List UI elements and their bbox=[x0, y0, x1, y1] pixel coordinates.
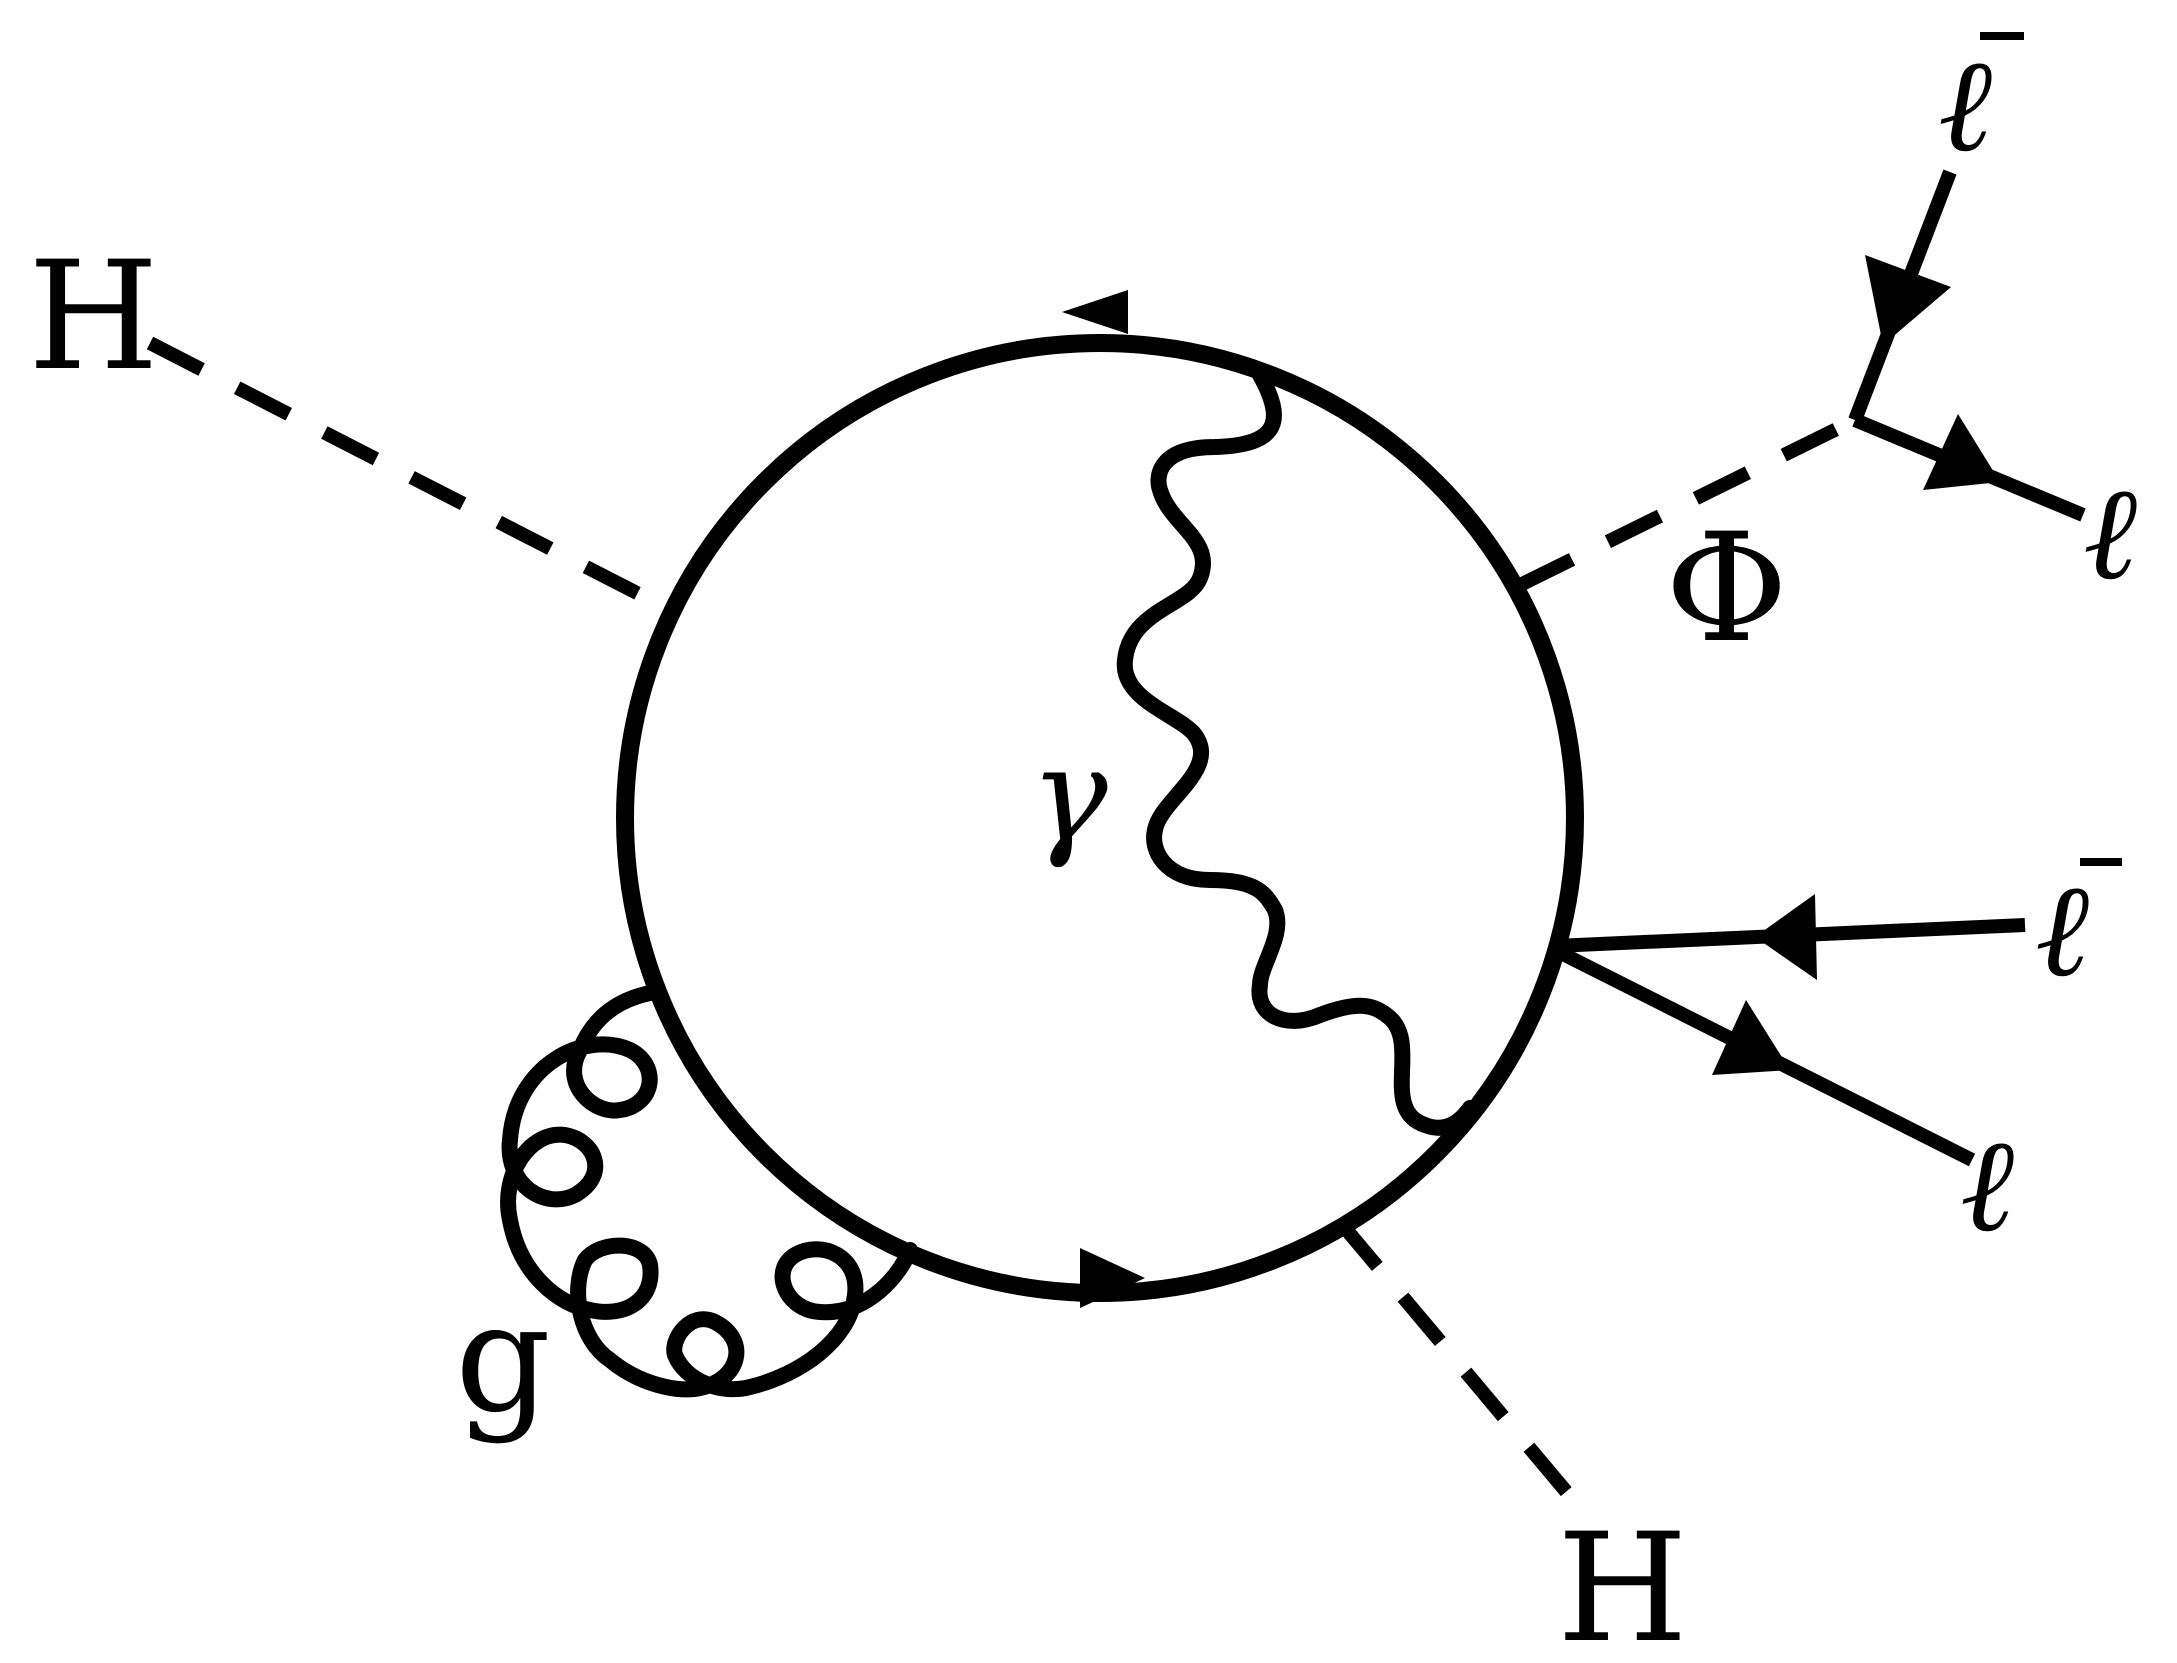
lepton-bar-right-arrow bbox=[1755, 894, 1817, 980]
phi-line bbox=[1516, 413, 1859, 592]
lepton-top-arrow bbox=[1923, 414, 2000, 490]
lepton-bar-right-text: ℓ bbox=[2035, 854, 2089, 1006]
higgs-out-label: H bbox=[1557, 1502, 1688, 1663]
lepton-bar-right-label: ℓ bbox=[2035, 854, 2122, 1006]
lepton-right-arrow bbox=[1712, 1000, 1790, 1075]
gluon-label: g bbox=[455, 1272, 551, 1446]
gluon-line bbox=[500, 984, 918, 1398]
loop-arrow-top bbox=[1062, 290, 1128, 334]
lepton-bar-top-label: ℓ bbox=[1938, 29, 2024, 181]
lepton-bar-top-text: ℓ bbox=[1938, 29, 1992, 181]
higgs-in-line bbox=[146, 336, 674, 617]
higgs-out-line bbox=[1334, 1217, 1596, 1525]
lepton-top-label: ℓ bbox=[2083, 457, 2137, 609]
photon-label: γ bbox=[1030, 719, 1108, 871]
loop-arrow-bottom bbox=[1080, 1248, 1145, 1308]
photon-line bbox=[1116, 367, 1478, 1136]
higgs-in-label: H bbox=[28, 230, 159, 404]
lepton-right-label: ℓ bbox=[1960, 1109, 2014, 1261]
phi-label: Φ bbox=[1665, 502, 1788, 676]
lepton-bar-top-arrow bbox=[1865, 255, 1951, 345]
